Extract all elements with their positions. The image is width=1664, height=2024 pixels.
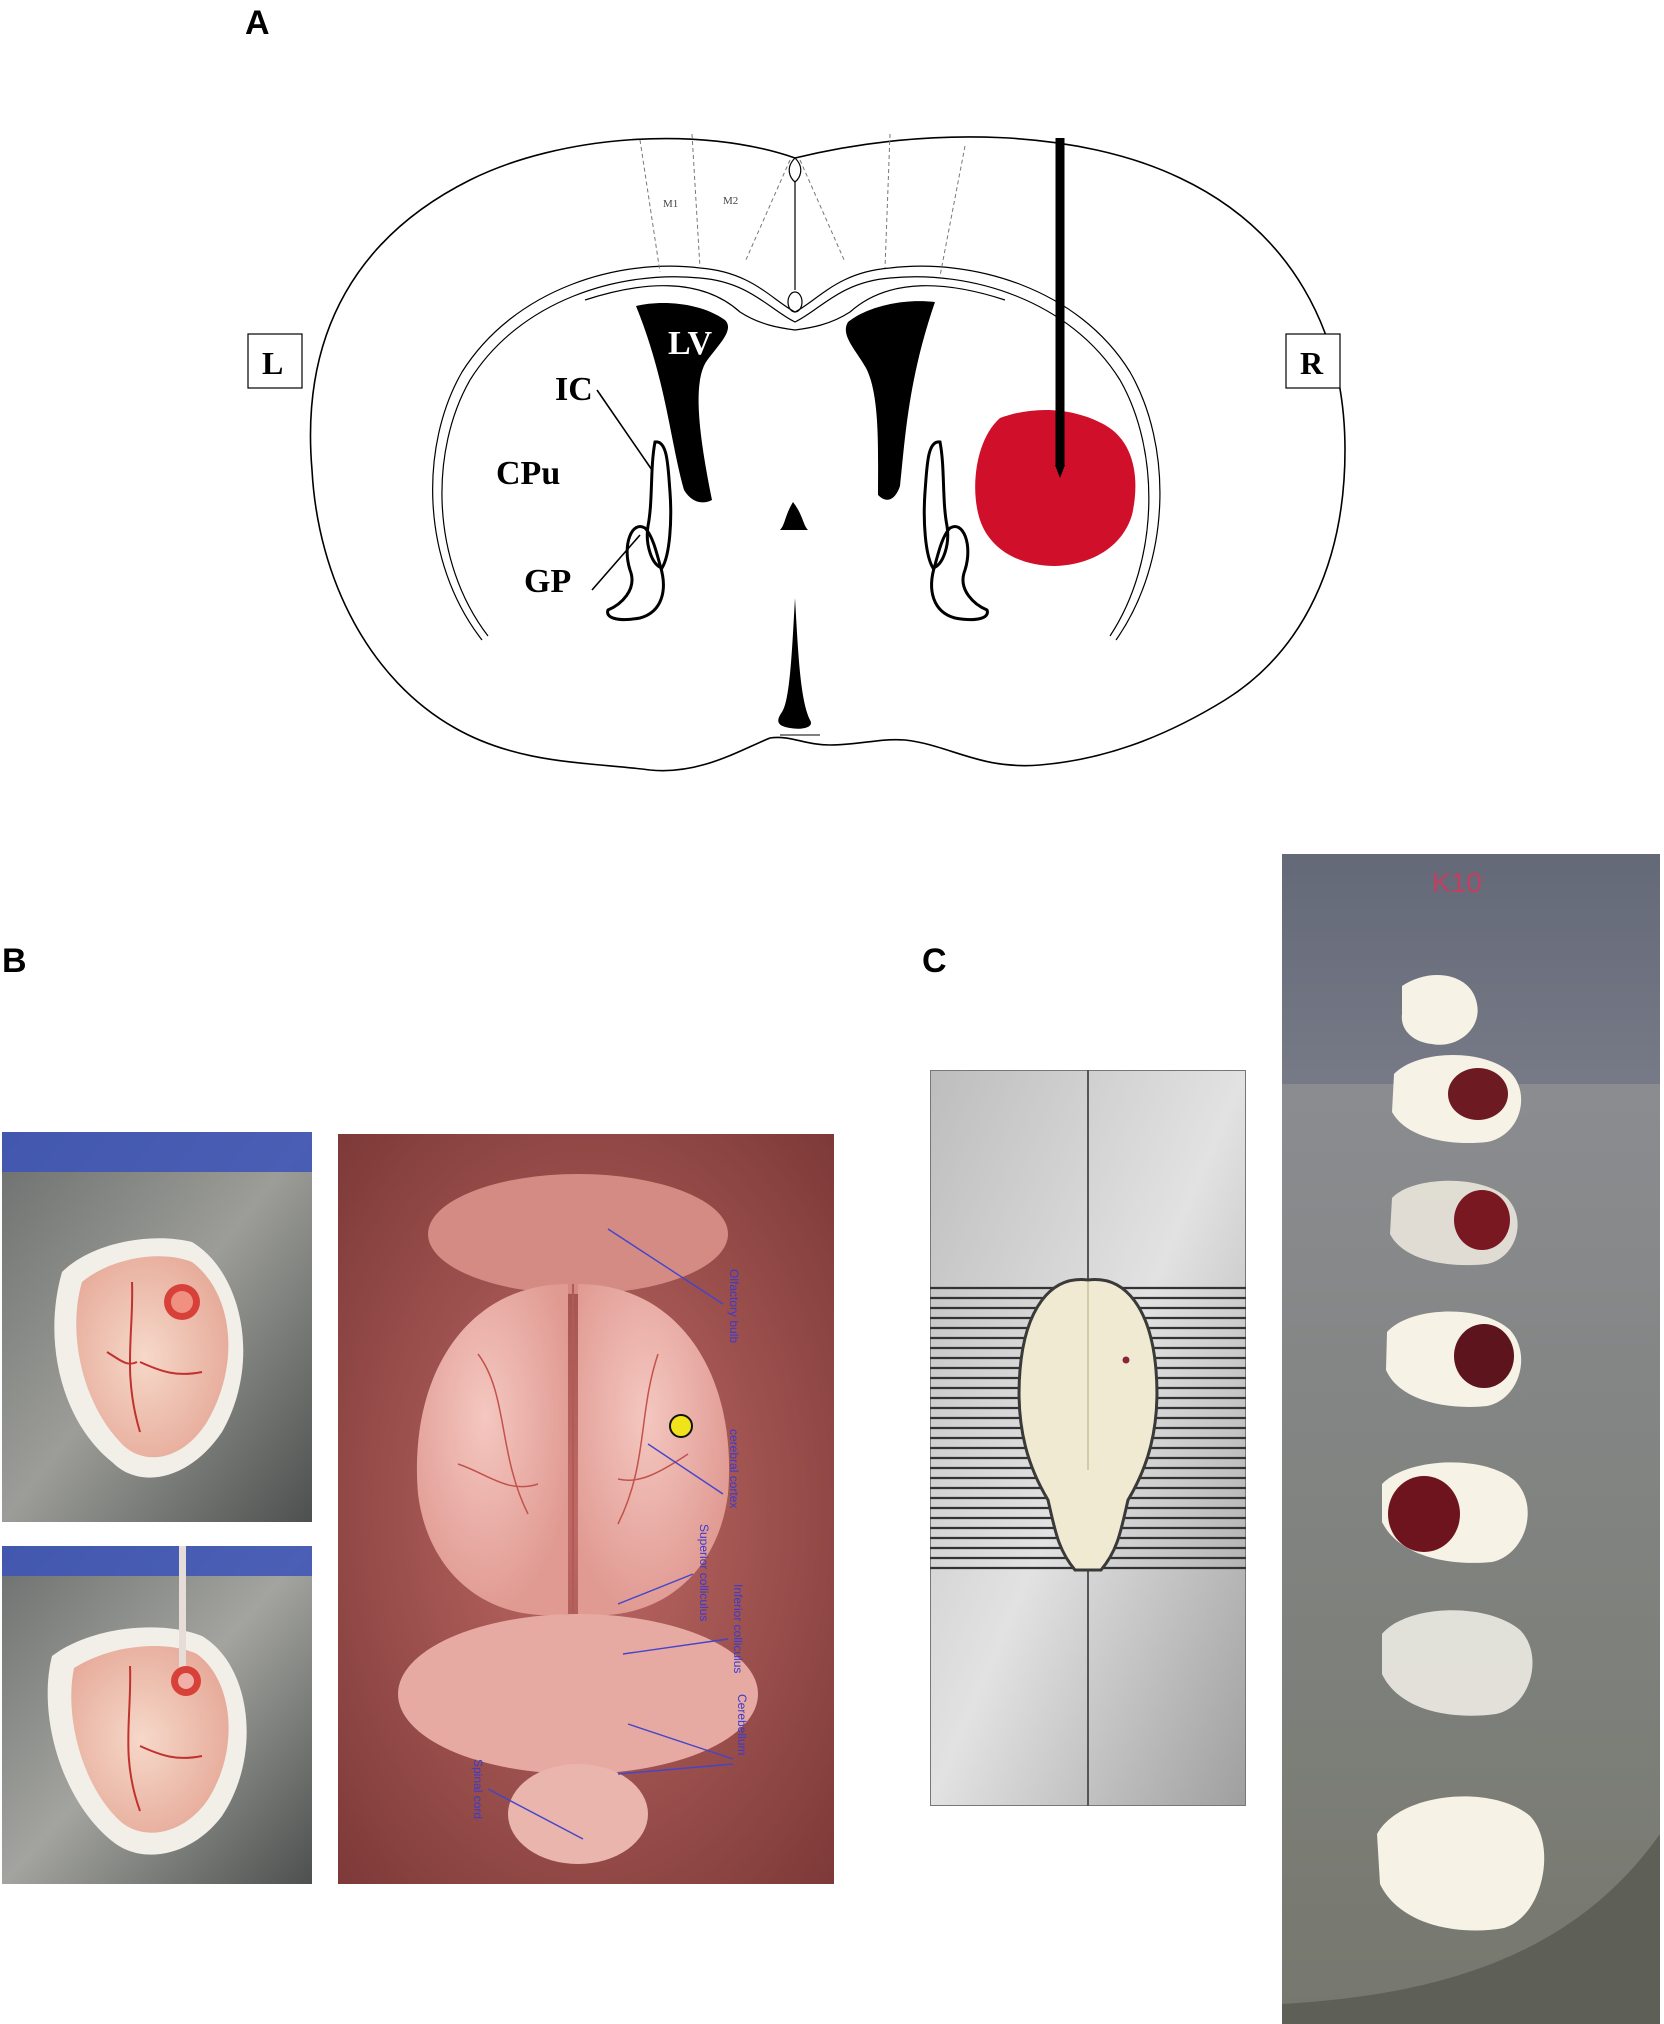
- needle-insertion-photo: [2, 1546, 312, 1884]
- hemorrhage-site: [975, 409, 1136, 566]
- anno-olfactory-bulb: Olfactory bulb: [727, 1269, 741, 1343]
- panel-letter-a: A: [245, 4, 270, 42]
- anno-inferior-colliculus: Inferior colliculus: [731, 1584, 745, 1673]
- anno-cerebral-cortex: cerebral cortex: [727, 1429, 741, 1508]
- label-lv: LV: [668, 325, 713, 362]
- label-ic: IC: [555, 371, 593, 408]
- anno-cerebellum: Cerebellum: [735, 1694, 749, 1755]
- label-gp: GP: [524, 563, 571, 600]
- brain-matrix-photo: [930, 1070, 1246, 1806]
- left-lateral-ventricle: [636, 302, 729, 503]
- panel-letter-c: C: [922, 942, 947, 980]
- anno-superior-colliculus: Superior colliculus: [697, 1524, 711, 1621]
- label-m1: M1: [663, 198, 678, 210]
- label-m2: M2: [723, 195, 738, 207]
- right-globus-pallidus: [930, 525, 989, 622]
- right-lateral-ventricle: [845, 301, 935, 500]
- left-globus-pallidus: [606, 525, 665, 622]
- anno-spinal-cord: Spinal cord: [471, 1759, 485, 1819]
- side-label-right: R: [1300, 345, 1324, 381]
- exposed-brain-photo: Olfactory bulb cerebral cortex Superior …: [338, 1134, 834, 1884]
- side-label-left: L: [262, 345, 283, 381]
- dish-label: K10: [1432, 867, 1482, 898]
- label-cpu: CPu: [496, 455, 560, 492]
- brain-slices-photo: K10: [1282, 854, 1660, 2024]
- panel-letter-b: B: [2, 942, 27, 980]
- brain-outline: [309, 136, 1346, 772]
- craniotomy-photo: [2, 1132, 312, 1522]
- coronal-section-diagram: M1 M2 LV IC CPu GP L R: [247, 133, 1346, 772]
